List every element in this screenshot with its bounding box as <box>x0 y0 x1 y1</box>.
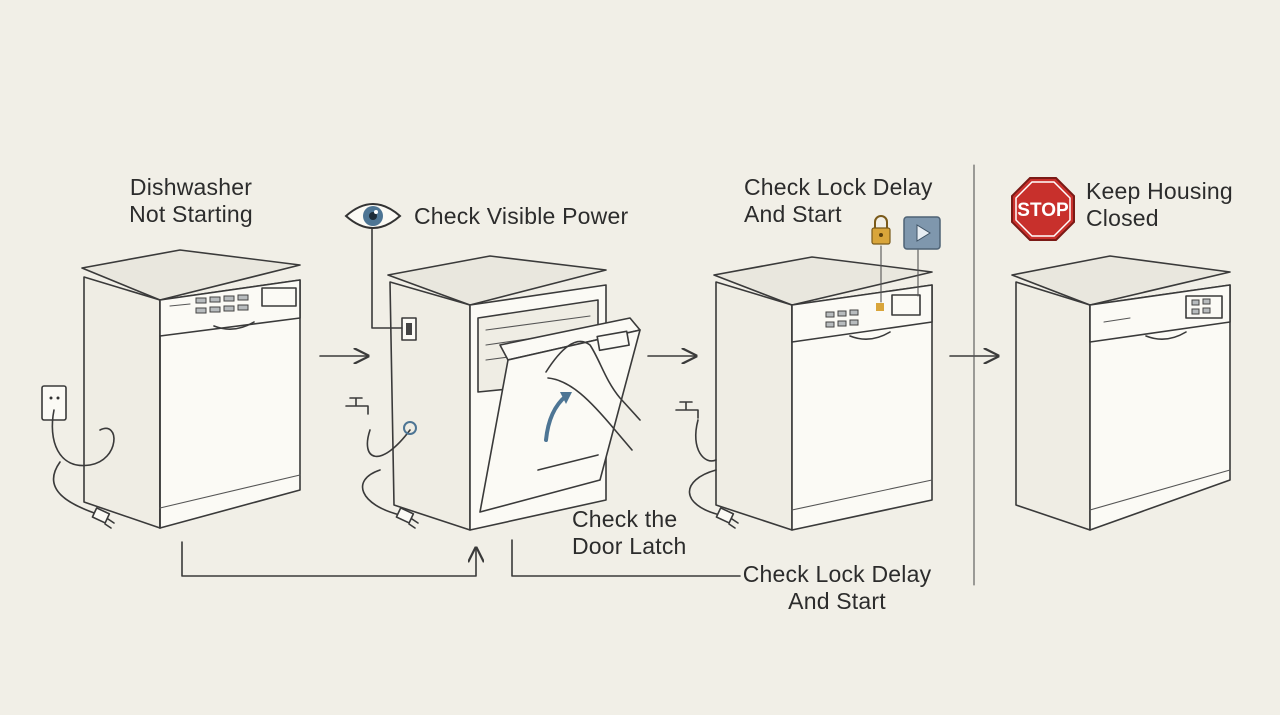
step-4-title-line2: Closed <box>1086 205 1159 231</box>
step-3-title-line1: Check Lock Delay <box>744 174 933 200</box>
door-latch-line2: Door Latch <box>572 533 687 559</box>
step-1-title-line1: Dishwasher <box>129 174 253 200</box>
eye-icon <box>344 203 402 229</box>
dishwasher-not-starting <box>41 249 301 529</box>
step-2-title: Check Visible Power <box>414 203 629 229</box>
door-latch-annotation: Check the Door Latch <box>572 506 687 560</box>
step-3-title-line2: And Start <box>744 201 842 227</box>
bottom-annotation-line1: Check Lock Delay <box>742 561 932 587</box>
door-latch-line1: Check the <box>572 506 678 532</box>
step-1-title: Dishwasher Not Starting <box>120 174 262 228</box>
step-4-title: Keep Housing Closed <box>1086 178 1233 232</box>
dishwasher-housing-closed <box>1011 255 1231 531</box>
padlock-icon <box>871 215 891 245</box>
play-icon <box>903 216 941 250</box>
step-4-title-line1: Keep Housing <box>1086 178 1233 204</box>
connector-to-lock-delay <box>511 539 741 577</box>
stop-sign-text: STOP <box>1017 200 1069 221</box>
stop-sign-icon: STOP <box>1011 177 1075 241</box>
arrow-loop-to-door <box>181 541 476 577</box>
bottom-annotation-line2: And Start <box>788 588 886 614</box>
dishwasher-door-open <box>345 224 641 531</box>
dishwasher-lock-delay <box>675 245 933 531</box>
bottom-lock-delay-annotation: Check Lock Delay And Start <box>742 561 932 615</box>
step-1-title-line2: Not Starting <box>129 201 253 227</box>
step-3-title: Check Lock Delay And Start <box>744 174 933 228</box>
